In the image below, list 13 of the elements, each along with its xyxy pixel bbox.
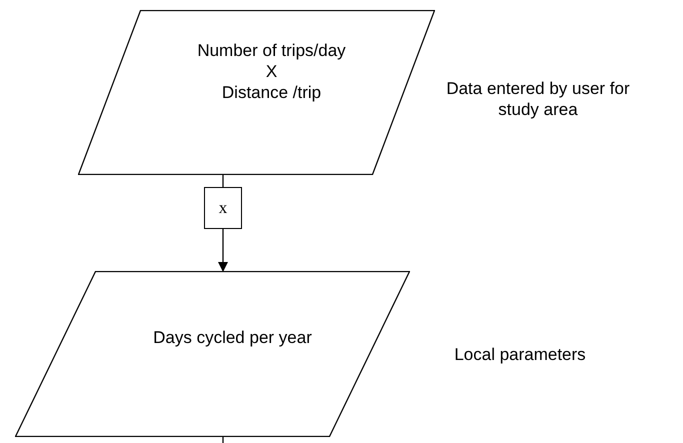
node-text: X — [266, 61, 278, 82]
operator-symbol: x — [218, 198, 228, 218]
side-note: Data entered by user for study area — [445, 78, 631, 120]
data-parallelogram — [15, 271, 410, 437]
node-text: Number of trips/day — [197, 40, 346, 61]
data-parallelogram — [78, 10, 435, 175]
node-text: Distance /trip — [222, 82, 322, 103]
arrow — [218, 229, 228, 272]
operator-box — [204, 187, 242, 229]
node-text: Days cycled per year — [153, 327, 312, 348]
connector-line — [222, 437, 224, 443]
side-note: Local parameters — [453, 344, 587, 365]
connector-line — [222, 175, 224, 187]
